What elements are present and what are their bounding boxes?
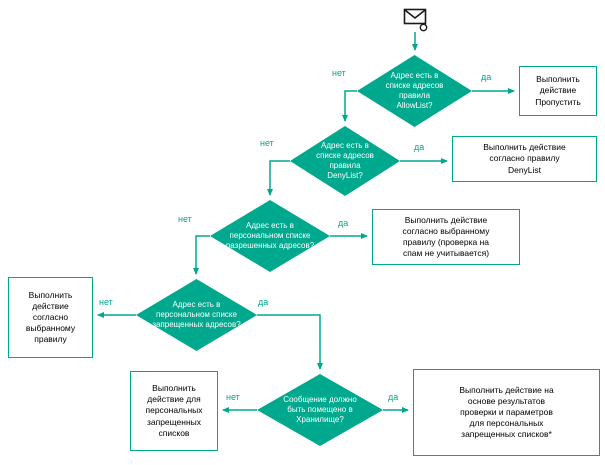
edge-label-storage-yes: да: [388, 392, 399, 402]
edge-label-denylist-no: нет: [260, 138, 274, 148]
action-selected-rule-no-spam: Выполнить действие согласно выбранному п…: [372, 209, 520, 265]
edge-label-personal-allowed-yes: да: [338, 218, 349, 228]
action-selected-rule-label: Выполнить действие согласно выбранному п…: [25, 289, 76, 345]
action-check-results: Выполнить действие на основе результатов…: [413, 369, 600, 456]
email-icon: [403, 8, 429, 32]
decision-denylist-label: Адрес есть в списке адресов правила Deny…: [316, 140, 374, 181]
decision-personal-blocked: Адрес есть в персональном списке запреще…: [136, 279, 257, 351]
decision-allowlist-label: Адрес есть в списке адресов правила Allo…: [385, 70, 444, 111]
edge-label-allowlist-yes: да: [481, 72, 492, 82]
decision-storage-label: Сообщение должно быть помещено в Хранили…: [283, 394, 357, 425]
edge-label-personal-allowed-no: нет: [178, 214, 192, 224]
action-selected-rule: Выполнить действие согласно выбранному п…: [8, 277, 93, 358]
action-denylist-rule-label: Выполнить действие согласно правилу Deny…: [483, 142, 566, 175]
edge-label-denylist-yes: да: [414, 142, 425, 152]
action-skip-label: Выполнить действие Пропустить: [535, 74, 581, 107]
decision-allowlist: Адрес есть в списке адресов правила Allo…: [357, 55, 472, 127]
action-skip: Выполнить действие Пропустить: [519, 66, 597, 116]
edge-label-personal-blocked-no: нет: [99, 297, 113, 307]
action-personal-blocked-lists-label: Выполнить действие для персональных запр…: [145, 383, 203, 438]
edge-label-personal-blocked-yes: да: [258, 297, 269, 307]
action-personal-blocked-lists: Выполнить действие для персональных запр…: [130, 371, 218, 451]
action-selected-rule-no-spam-label: Выполнить действие согласно выбранному п…: [402, 214, 490, 259]
action-check-results-label: Выполнить действие на основе результатов…: [459, 384, 554, 440]
edge-label-allowlist-no: нет: [332, 68, 346, 78]
edge-label-storage-no: нет: [226, 392, 240, 402]
decision-personal-allowed: Адрес есть в персональном списке разреше…: [210, 200, 330, 272]
action-denylist-rule: Выполнить действие согласно правилу Deny…: [452, 136, 597, 182]
decision-personal-allowed-label: Адрес есть в персональном списке разреше…: [225, 220, 315, 251]
decision-storage: Сообщение должно быть помещено в Хранили…: [257, 374, 383, 446]
decision-personal-blocked-label: Адрес есть в персональном списке запреще…: [152, 299, 241, 330]
decision-denylist: Адрес есть в списке адресов правила Deny…: [290, 126, 400, 196]
